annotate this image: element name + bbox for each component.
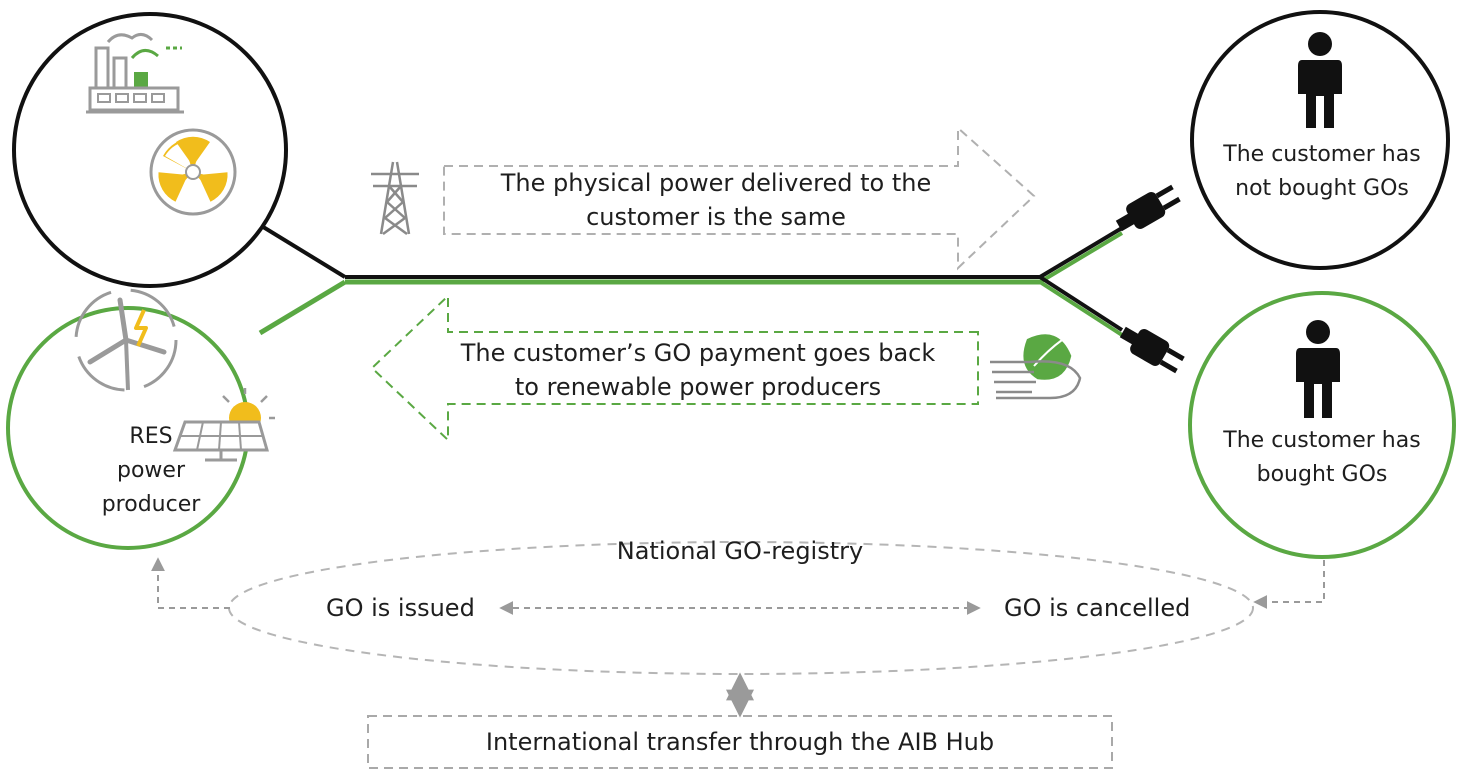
res-producer-line-3: producer [101, 492, 201, 517]
conventional-producer-circle [12, 12, 288, 288]
plug-icon [1115, 184, 1181, 232]
customer-go-circle [1188, 291, 1456, 559]
res-producer-line-2: power [117, 458, 185, 483]
person-icon [1298, 32, 1342, 128]
power-lines [253, 220, 1124, 337]
person-icon [1296, 320, 1340, 418]
physical-power-line-1: The physical power delivered to the [500, 169, 932, 197]
customer-no-go-line-2: not bought GOs [1235, 176, 1409, 201]
aib-hub-box [367, 715, 1113, 769]
customer-no-go-line-1: The customer has [1223, 142, 1421, 167]
go-issued-label: GO is issued [326, 594, 475, 622]
physical-power-text: The physical power delivered to the cust… [456, 166, 976, 234]
wind-turbine-icon [74, 288, 178, 392]
factory-icon [86, 33, 184, 114]
go-payment-arrow [370, 293, 979, 443]
go-cancelled-label: GO is cancelled [1004, 594, 1191, 622]
solar-panel-icon [172, 388, 275, 462]
transmission-tower-icon [371, 161, 419, 236]
plug-icon [1119, 326, 1185, 374]
go-payment-text: The customer’s GO payment goes back to r… [418, 336, 978, 404]
customer-go-line-2: bought GOs [1256, 462, 1388, 487]
customer-no-go-circle [1190, 10, 1450, 270]
res-producer-line-1: RES [129, 424, 173, 449]
customer-to-cancelled-connector [1253, 560, 1325, 609]
customer-go-label: The customer has bought GOs [1200, 424, 1444, 492]
physical-power-line-2: customer is the same [586, 203, 846, 231]
aib-hub-label: International transfer through the AIB H… [485, 728, 995, 756]
go-payment-line-2: to renewable power producers [514, 373, 882, 401]
res-producer-label: RES power producer [86, 420, 216, 522]
go-payment-line-1: The customer’s GO payment goes back [460, 339, 936, 367]
issued-to-producer-connector [151, 557, 230, 609]
nuclear-icon [149, 128, 237, 216]
customer-go-line-1: The customer has [1223, 428, 1421, 453]
registry-title: National GO-registry [616, 537, 864, 565]
hand-leaf-icon [990, 334, 1082, 400]
physical-power-arrow [443, 125, 1036, 271]
customer-no-go-label: The customer has not bought GOs [1200, 138, 1444, 206]
